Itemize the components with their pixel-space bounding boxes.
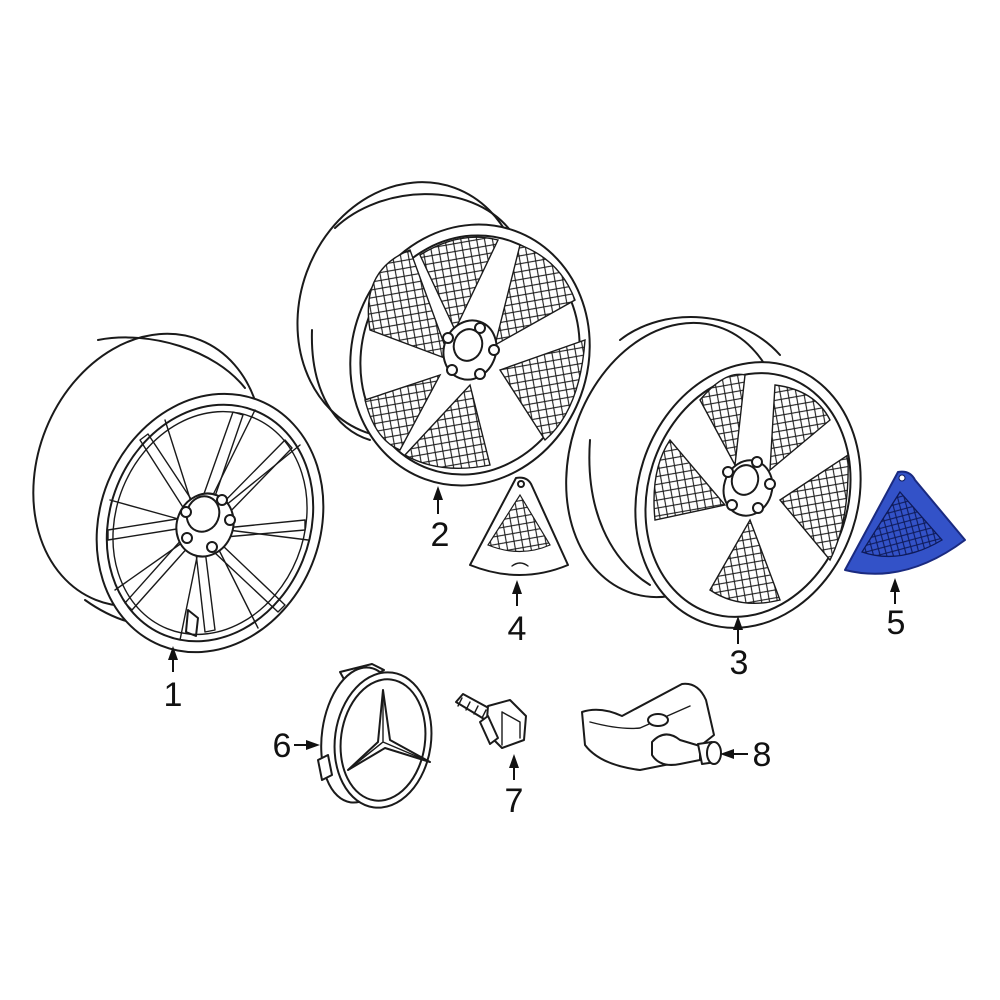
wheel-3: [565, 316, 862, 629]
callout-label-5: 5: [887, 604, 906, 642]
wheel-bolt-7: [455, 693, 527, 749]
callout-label-7: 7: [505, 782, 524, 820]
wheel-1: [32, 332, 325, 654]
callout-label-3: 3: [730, 644, 749, 682]
callout-label-2: 2: [431, 516, 450, 554]
tpms-sensor-8: [581, 682, 722, 771]
callout-arrows: [168, 486, 900, 780]
insert-5-highlighted: [844, 470, 966, 575]
callout-label-1: 1: [164, 676, 183, 714]
callout-label-4: 4: [508, 610, 527, 648]
insert-4: [469, 476, 569, 576]
center-cap-6: [317, 663, 433, 809]
callout-label-6: 6: [273, 727, 292, 765]
callout-label-8: 8: [753, 736, 772, 774]
wheel-2: [296, 181, 591, 487]
